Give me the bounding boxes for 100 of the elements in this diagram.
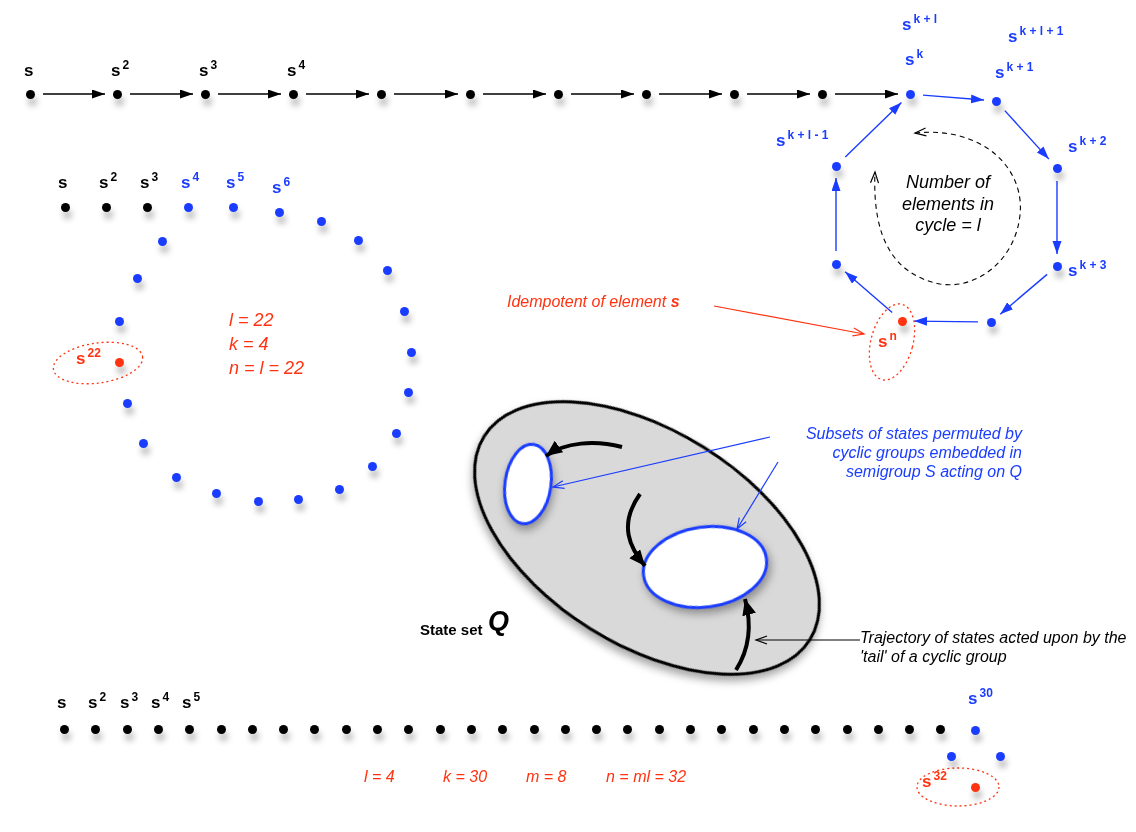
- dot: [157, 236, 167, 246]
- dot: [372, 724, 382, 734]
- arrow: [844, 271, 893, 314]
- dot: [817, 89, 827, 99]
- annotation-text: Trajectory of states acted upon by the 'tail' of a cyclic group: [860, 628, 1132, 667]
- dot: [497, 724, 507, 734]
- power-label: s$^{2}$: [88, 694, 107, 711]
- power-label: s$^{6}$: [272, 179, 291, 196]
- dot: [376, 89, 386, 99]
- dot: [466, 724, 476, 734]
- dot: [435, 724, 445, 734]
- power-label: s$^{4}$: [287, 62, 306, 79]
- dot: [382, 265, 392, 275]
- dot: [986, 317, 996, 327]
- dot: [216, 724, 226, 734]
- dot: [391, 428, 401, 438]
- dot: [897, 316, 907, 326]
- dot: [779, 724, 789, 734]
- dot: [553, 89, 563, 99]
- power-label: s$^{k + l - 1}$: [776, 132, 829, 149]
- leader-line: [713, 305, 865, 337]
- dot: [309, 724, 319, 734]
- dot: [904, 724, 914, 734]
- power-label: s$^{32}$: [922, 773, 947, 790]
- arrow: [393, 89, 459, 99]
- dot: [399, 306, 409, 316]
- power-label: s$^{5}$: [182, 694, 201, 711]
- arrow: [999, 273, 1048, 315]
- arrow: [129, 89, 194, 99]
- dot: [171, 472, 181, 482]
- arrow: [217, 89, 282, 99]
- parameter-text: m = 8: [526, 767, 568, 787]
- arrow: [922, 94, 985, 104]
- dot: [247, 724, 257, 734]
- dot: [114, 357, 124, 367]
- dot: [406, 347, 416, 357]
- dot: [253, 496, 263, 506]
- parameter-text: k = 4: [229, 334, 270, 356]
- dot: [591, 724, 601, 734]
- dot: [353, 235, 363, 245]
- cycle-note: Number of elements in cycle = l: [900, 172, 996, 237]
- power-label: s$^{22}$: [76, 350, 101, 367]
- dot: [334, 484, 344, 494]
- arrow: [1052, 180, 1062, 255]
- power-label: s$^{4}$: [181, 174, 200, 191]
- power-label: s$^{2}$: [99, 174, 118, 191]
- dot: [132, 273, 142, 283]
- dot: [293, 494, 303, 504]
- parameter-text: n = l = 22: [229, 358, 306, 380]
- dot: [685, 724, 695, 734]
- dot: [810, 724, 820, 734]
- power-label: s: [58, 174, 68, 191]
- parameter-text: l = 22: [229, 310, 275, 332]
- arrow: [834, 89, 899, 99]
- set-symbol: Q: [488, 608, 509, 635]
- dot: [211, 488, 221, 498]
- leader-line: [736, 461, 779, 530]
- dot: [316, 216, 326, 226]
- dot: [529, 724, 539, 734]
- arrow: [1004, 109, 1050, 160]
- power-label: s$^{n}$: [878, 333, 897, 350]
- dot: [403, 387, 413, 397]
- dot: [641, 89, 651, 99]
- dot: [654, 724, 664, 734]
- power-label: s$^{k}$: [905, 51, 924, 68]
- arrow: [913, 316, 979, 326]
- dot: [278, 724, 288, 734]
- parameter-text: k = 30: [443, 767, 489, 787]
- curved-arrow: [626, 492, 647, 568]
- parameter-text: n = ml = 32: [606, 767, 688, 787]
- dot: [729, 89, 739, 99]
- dot: [935, 724, 945, 734]
- arrow: [831, 177, 841, 252]
- arrow: [305, 89, 370, 99]
- power-label: s: [24, 62, 34, 79]
- power-label: s$^{3}$: [120, 694, 139, 711]
- dot: [367, 461, 377, 471]
- power-label: s$^{k + l}$: [902, 16, 938, 33]
- dot: [873, 724, 883, 734]
- parameter-text: l = 4: [364, 767, 396, 787]
- power-label: s$^{4}$: [151, 694, 170, 711]
- power-label: s$^{k + 2}$: [1068, 138, 1107, 155]
- dot: [748, 724, 758, 734]
- dot: [341, 724, 351, 734]
- power-label: s$^{k + l + 1}$: [1008, 28, 1064, 45]
- annotation-text: Idempotent of element s: [507, 292, 717, 312]
- dot: [138, 438, 148, 448]
- power-label: s: [57, 694, 67, 711]
- dot: [403, 724, 413, 734]
- dot: [995, 751, 1005, 761]
- dot: [622, 724, 632, 734]
- dot: [831, 259, 841, 269]
- power-label: s$^{k + 3}$: [1068, 262, 1107, 279]
- leader-line: [755, 635, 861, 645]
- arrow: [570, 89, 635, 99]
- set-label: State set: [420, 622, 483, 637]
- power-label: s$^{30}$: [968, 690, 993, 707]
- arrow: [746, 89, 811, 99]
- power-label: s$^{5}$: [226, 174, 245, 191]
- dot: [465, 89, 475, 99]
